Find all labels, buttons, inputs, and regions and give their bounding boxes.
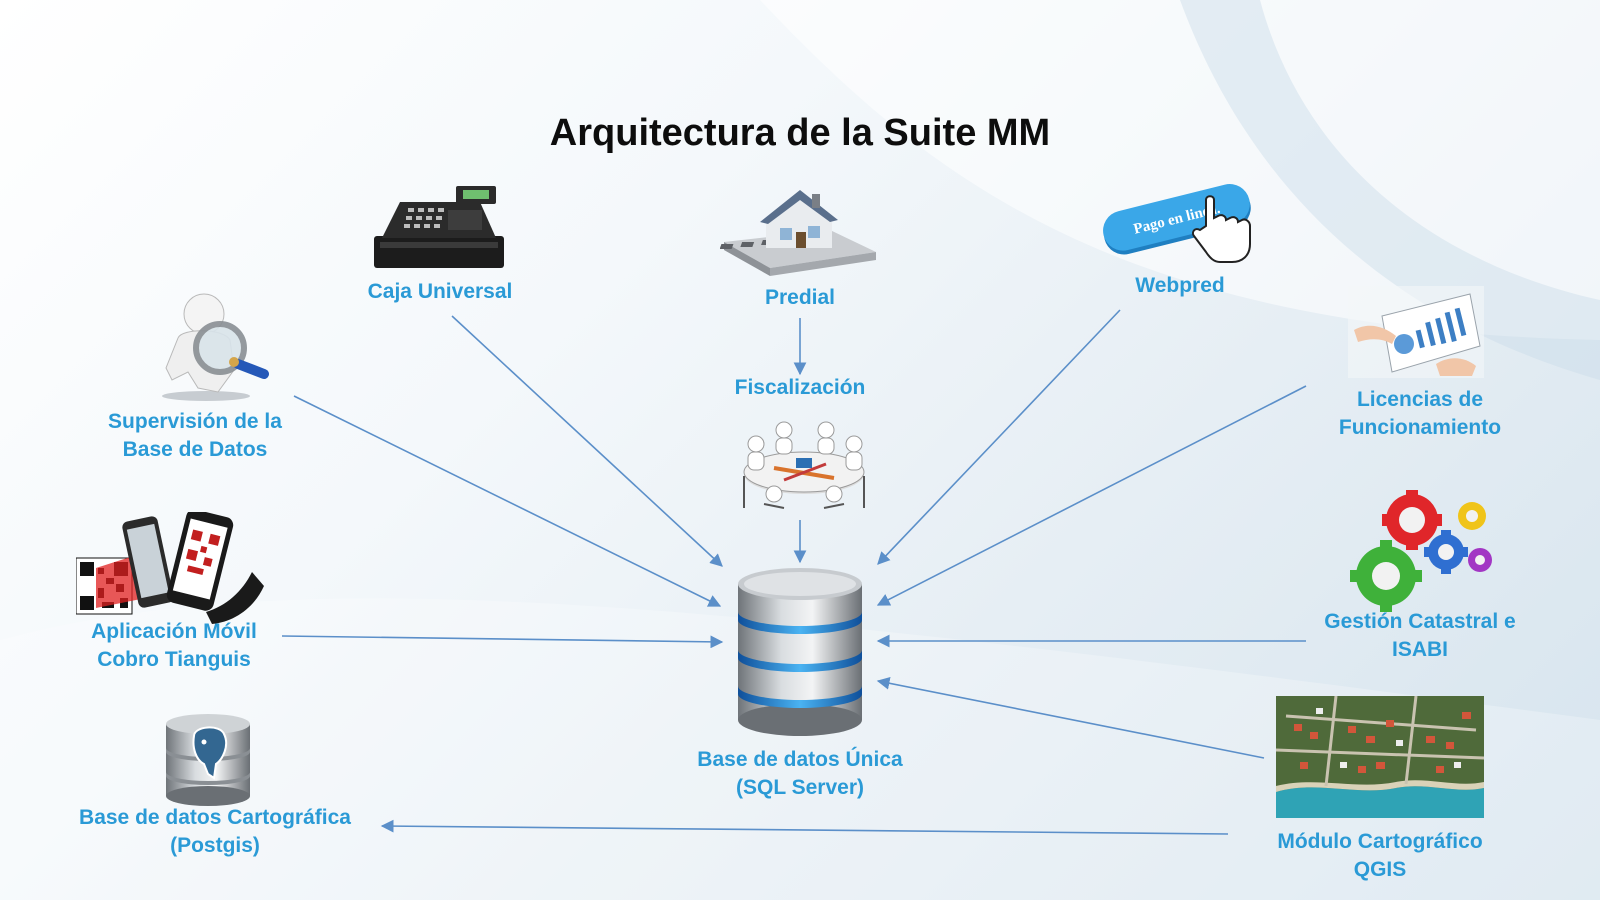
arrow-webpred-to-db xyxy=(877,309,1121,565)
postgres-database-icon xyxy=(166,714,250,806)
database-icon xyxy=(738,568,862,736)
gears-icon xyxy=(1350,490,1492,612)
diagram-title: Arquitectura de la Suite MM xyxy=(549,112,1051,154)
movil-label: Aplicación Móvil Cobro Tianguis xyxy=(91,620,257,671)
postgis-label: Base de datos Cartográfica (Postgis) xyxy=(79,806,351,857)
aerial-map-icon xyxy=(1276,696,1484,818)
central-db-label: Base de datos Única (SQL Server) xyxy=(697,748,903,799)
predial-label: Predial xyxy=(764,286,836,309)
arrow-caja-to-db xyxy=(451,315,723,567)
fiscalizacion-label: Fiscalización xyxy=(734,376,866,399)
arrow-supervision-to-db xyxy=(293,395,722,607)
webpred-label: Webpred xyxy=(1135,274,1225,297)
qr-phone-icon xyxy=(76,512,264,624)
meeting-table-icon xyxy=(743,421,865,509)
cash-register-icon xyxy=(374,186,504,268)
qgis-label: Módulo Cartográfico QGIS xyxy=(1277,830,1483,881)
arrow-movil-to-db xyxy=(281,635,724,649)
supervision-label: Supervisión de la Base de Datos xyxy=(108,410,282,461)
house-calculator-icon xyxy=(720,190,876,276)
tablet-chart-icon xyxy=(1348,286,1484,378)
arrow-licencias-to-db xyxy=(876,385,1307,606)
licencias-label: Licencias de Funcionamiento xyxy=(1338,388,1502,439)
arrow-qgis-to-db xyxy=(876,676,1265,759)
catastral-label: Gestión Catastral e ISABI xyxy=(1324,610,1516,661)
online-payment-button-icon: Pago en linea. xyxy=(1103,184,1251,263)
magnifier-figure-icon xyxy=(162,293,269,401)
arrow-qgis-to-postgis xyxy=(380,819,1229,835)
caja-universal-label: Caja Universal xyxy=(367,280,513,303)
